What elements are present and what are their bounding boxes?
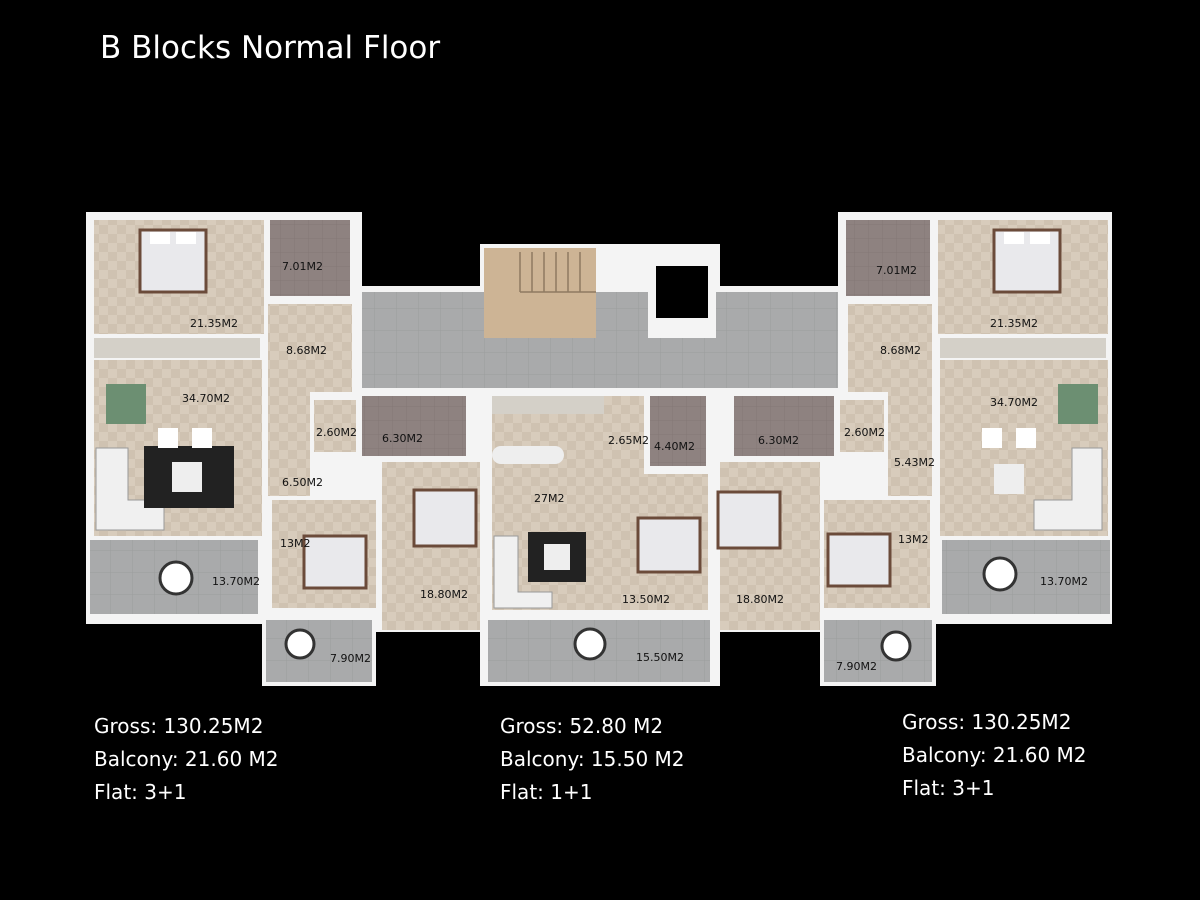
area-label: 6.30M2	[382, 432, 423, 445]
right-bath-top	[846, 220, 930, 296]
right-bath	[734, 396, 834, 456]
area-label: 8.68M2	[286, 344, 327, 357]
area-label: 13M2	[898, 533, 929, 546]
area-label: 34.70M2	[990, 396, 1038, 409]
area-label: 8.68M2	[880, 344, 921, 357]
flat-type: Flat: 3+1	[94, 780, 187, 804]
area-label: 6.50M2	[282, 476, 323, 489]
balcony-area: Balcony: 21.60 M2	[902, 743, 1087, 767]
area-label: 7.01M2	[876, 264, 917, 277]
coffee-table	[544, 544, 570, 570]
area-label: 21.35M2	[990, 317, 1038, 330]
bed-icon	[826, 532, 892, 588]
balcony-area: Balcony: 21.60 M2	[94, 747, 279, 771]
furniture	[95, 228, 1103, 662]
sofa-icon	[1033, 447, 1103, 531]
area-label: 21.35M2	[190, 317, 238, 330]
gross-area: Gross: 130.25M2	[94, 714, 264, 738]
area-label: 13M2	[280, 537, 311, 550]
left-bath-top	[270, 220, 350, 296]
area-label: 6.30M2	[758, 434, 799, 447]
unit-summary-left: Gross: 130.25M2 Balcony: 21.60 M2 Flat: …	[94, 710, 279, 809]
area-label: 7.90M2	[330, 652, 371, 665]
center-kitchen-counter	[492, 396, 604, 414]
left-corridor	[268, 392, 310, 496]
right-balcony-small	[824, 620, 932, 682]
right-balcony-main	[942, 540, 1110, 614]
bed-icon	[992, 228, 1062, 294]
dining-table	[106, 384, 146, 424]
area-label: 2.60M2	[844, 426, 885, 439]
balcony-area: Balcony: 15.50 M2	[500, 747, 685, 771]
flat-type: Flat: 1+1	[500, 780, 593, 804]
area-label: 34.70M2	[182, 392, 230, 405]
area-label: 18.80M2	[420, 588, 468, 601]
right-hall	[848, 304, 932, 392]
room-area-labels: 21.35M2 7.01M2 8.68M2 34.70M2 2.60M2 6.3…	[182, 260, 1088, 673]
staircase	[484, 248, 596, 338]
gross-area: Gross: 52.80 M2	[500, 714, 664, 738]
coffee-table	[994, 464, 1024, 494]
area-label: 18.80M2	[736, 593, 784, 606]
coffee-table	[172, 462, 202, 492]
center-bath	[650, 396, 706, 466]
bed-icon	[636, 516, 702, 574]
plan-title: B Blocks Normal Floor	[100, 30, 441, 66]
bed-icon	[138, 228, 208, 294]
balcony-table	[573, 627, 607, 661]
area-label: 5.43M2	[894, 456, 935, 469]
elevator-shaft	[656, 266, 708, 318]
sofa-icon	[493, 535, 553, 609]
right-wc	[840, 400, 884, 452]
bed-icon	[302, 534, 368, 590]
balcony-table	[158, 560, 194, 596]
area-label: 7.90M2	[836, 660, 877, 673]
area-label: 2.60M2	[316, 426, 357, 439]
bed-icon	[716, 490, 782, 550]
stair-steps	[519, 252, 596, 293]
common-core	[362, 248, 838, 388]
area-label: 27M2	[534, 492, 565, 505]
left-bath	[362, 396, 466, 456]
gross-area: Gross: 130.25M2	[902, 710, 1072, 734]
flat-type: Flat: 3+1	[902, 776, 995, 800]
balcony-table	[880, 630, 912, 662]
left-kitchen-counter	[94, 338, 260, 358]
area-label: 2.65M2	[608, 434, 649, 447]
area-label: 15.50M2	[636, 651, 684, 664]
area-label: 13.50M2	[622, 593, 670, 606]
left-wc	[314, 400, 356, 452]
dining-table	[1058, 384, 1098, 424]
common-corridor	[362, 292, 838, 388]
unit-summary-right: Gross: 130.25M2 Balcony: 21.60 M2 Flat: …	[902, 706, 1087, 805]
right-corridor	[888, 392, 932, 496]
area-label: 4.40M2	[654, 440, 695, 453]
unit-summary-center: Gross: 52.80 M2 Balcony: 15.50 M2 Flat: …	[500, 710, 685, 809]
area-label: 7.01M2	[282, 260, 323, 273]
balcony-table	[284, 628, 316, 660]
left-balcony-small	[266, 620, 372, 682]
balcony-table	[982, 556, 1018, 592]
area-label: 13.70M2	[1040, 575, 1088, 588]
bed-icon	[412, 488, 478, 548]
area-label: 13.70M2	[212, 575, 260, 588]
left-hall	[268, 304, 352, 392]
kitchen-island	[492, 446, 564, 464]
right-kitchen-counter	[940, 338, 1106, 358]
